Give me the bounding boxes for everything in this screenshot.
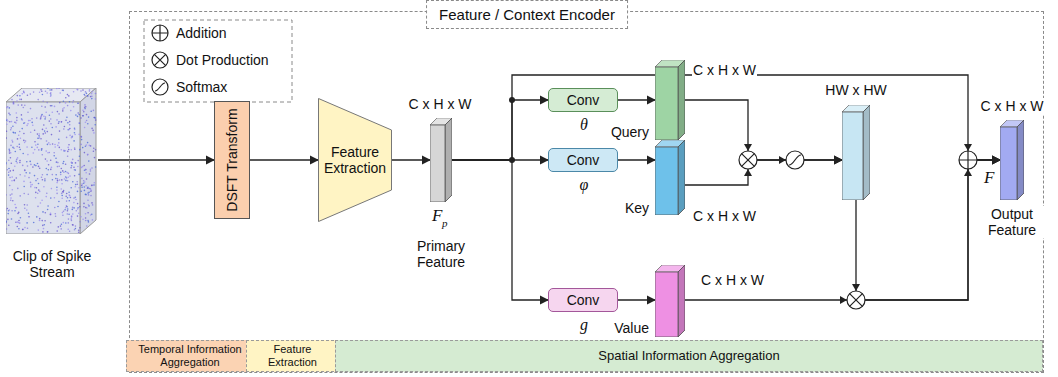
slab-shape — [430, 118, 452, 202]
output-map: C x H x WFOutput Feature — [1000, 120, 1024, 200]
node-label: Output Feature — [980, 206, 1044, 238]
connector-arrow — [392, 159, 430, 160]
node-label: C x H x W — [700, 272, 765, 288]
node-label: p — [441, 217, 449, 230]
softmax-symbol — [786, 151, 804, 169]
connector-arrow — [618, 99, 655, 100]
cube-illustration — [6, 88, 98, 234]
node-label: Feature / Context Encoder — [426, 0, 628, 29]
connector-arrow — [452, 75, 1000, 160]
feature-extractor: Feature Extraction — [318, 98, 392, 222]
node-label: Key — [624, 200, 650, 216]
legend-label: Dot Production — [176, 52, 269, 68]
attention-map: HW x HW — [842, 105, 870, 200]
addition-symbol — [959, 151, 977, 169]
node-label: Conv — [567, 152, 600, 168]
legend-frame — [144, 20, 292, 102]
addition-symbol — [152, 25, 168, 41]
connector-arrow — [250, 159, 318, 160]
connector-arrow — [618, 299, 655, 300]
node-label: DSFT Transform — [224, 108, 240, 211]
node-label: HW x HW — [824, 82, 887, 98]
legend-label: Addition — [176, 25, 227, 41]
stage-band: Spatial Information Aggregation — [335, 340, 1043, 372]
node-label: θ — [579, 116, 589, 134]
connector-arrow — [856, 160, 1000, 300]
connector-arrow — [98, 159, 214, 160]
node-label: Feature Extraction — [319, 144, 391, 176]
product-symbol — [152, 52, 168, 68]
node-label: C x H x W — [408, 96, 473, 112]
node-label: Clip of Spike Stream — [6, 248, 98, 280]
node-label: Spatial Information Aggregation — [595, 349, 782, 364]
slab-shape — [655, 140, 685, 215]
product-symbol — [739, 151, 757, 169]
connector-arrow — [685, 100, 842, 160]
stage-band: Temporal Information Aggregation — [126, 340, 254, 372]
softmax-symbol — [152, 79, 168, 95]
node-label: Query — [610, 124, 650, 140]
arrowheads — [509, 97, 972, 304]
query-map: QueryC x H x W — [655, 60, 685, 140]
node-label: φ — [579, 176, 590, 194]
node-label: F — [983, 168, 995, 188]
slab-shape — [842, 105, 870, 200]
feature-map: C x H x WFpPrimary Feature — [430, 118, 452, 202]
node-label: Temporal Information Aggregation — [127, 343, 253, 368]
spike-stream-cube: Clip of Spike Stream — [6, 88, 98, 234]
conv-box: Convg — [548, 288, 618, 312]
transform-box: DSFT Transform — [214, 101, 250, 219]
connector-arrow — [452, 160, 548, 300]
slab-shape — [655, 265, 685, 337]
conv-box: Convφ — [548, 148, 618, 172]
legend-label: Softmax — [176, 79, 227, 95]
node-label: C x H x W — [692, 62, 757, 78]
node-label: Primary Feature — [400, 238, 482, 270]
node-label: Conv — [567, 92, 600, 108]
node-label: C x H x W — [692, 208, 757, 224]
node-label: Feature Extraction — [247, 343, 338, 368]
key-map: KeyC x H x W — [655, 140, 685, 215]
conv-box: Convθ — [548, 88, 618, 112]
node-label: Conv — [567, 292, 600, 308]
slab-shape — [1000, 120, 1024, 200]
stage-band: Feature Extraction — [246, 340, 339, 372]
product-symbol — [847, 291, 865, 309]
slab-shape — [655, 60, 685, 140]
node-label: g — [579, 316, 589, 334]
connector-arrow — [618, 159, 655, 160]
connector-arrow — [685, 160, 842, 185]
value-map: ValueC x H x W — [655, 265, 685, 337]
node-label: C x H x W — [980, 98, 1045, 114]
node-label: Value — [613, 320, 650, 336]
